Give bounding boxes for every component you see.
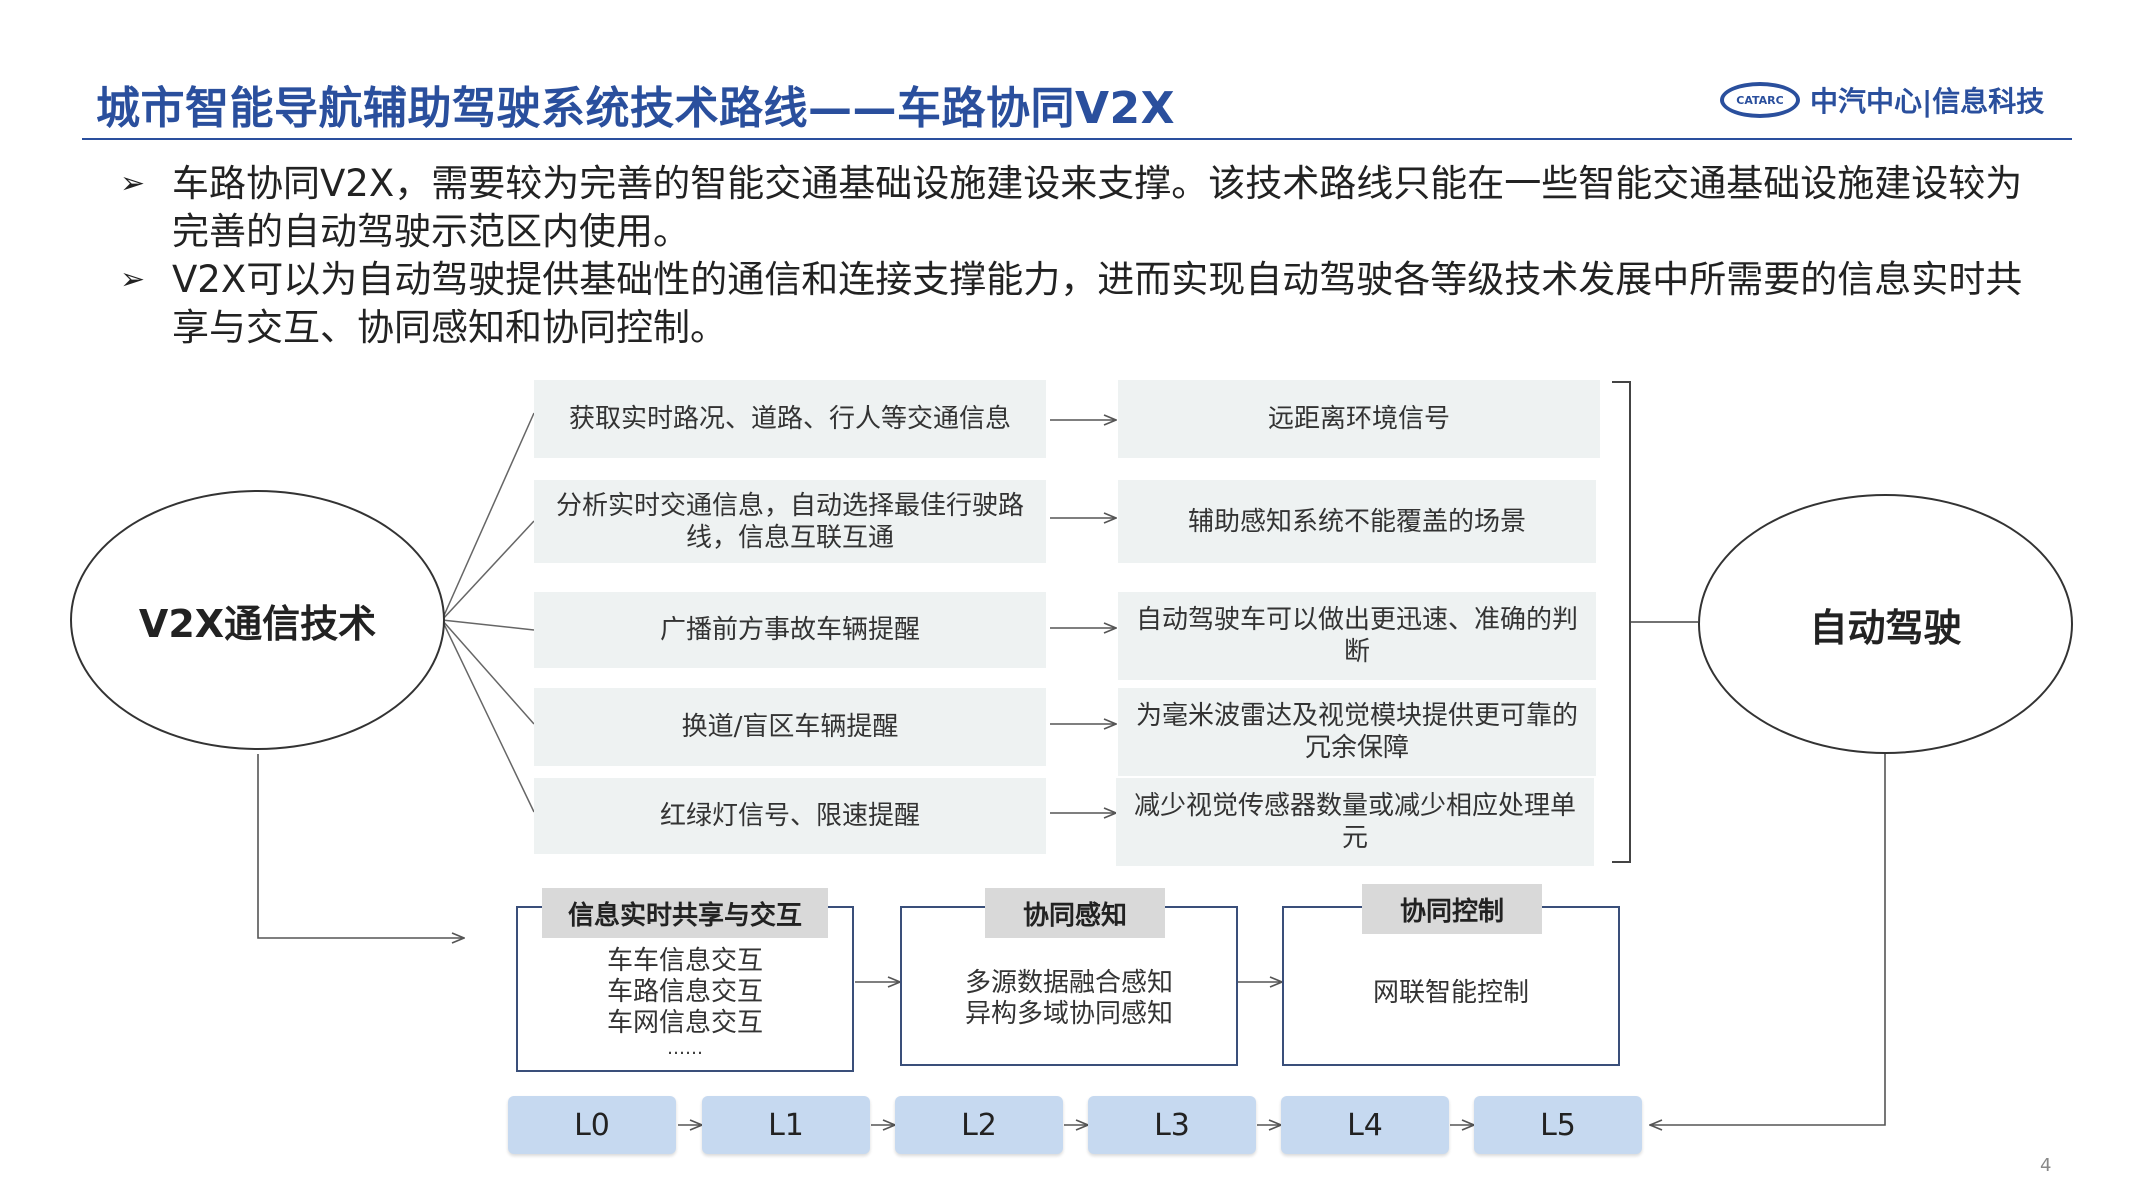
- capability-line: 车网信息交互: [606, 1008, 763, 1038]
- capability-line: 网联智能控制: [1372, 978, 1529, 1008]
- capability-line: 车车信息交互: [606, 946, 763, 976]
- bullet-text: 车路协同V2X，需要较为完善的智能交通基础设施建设来支撑。该技术路线只能在一些智…: [172, 162, 2023, 253]
- capability-line: ……: [667, 1038, 703, 1059]
- level-L5: L5: [1474, 1096, 1642, 1154]
- level-L3: L3: [1088, 1096, 1256, 1154]
- benefit-box: 减少视觉传感器数量或减少相应处理单元: [1116, 778, 1594, 866]
- function-box: 红绿灯信号、限速提醒: [534, 778, 1046, 854]
- level-L4: L4: [1281, 1096, 1449, 1154]
- capability-title: 协同控制: [1362, 884, 1542, 934]
- capability-title: 协同感知: [985, 888, 1165, 938]
- capability-lines: 网联智能控制: [1282, 978, 1620, 1009]
- level-L1: L1: [702, 1096, 870, 1154]
- benefit-box: 远距离环境信号: [1118, 380, 1600, 458]
- autonomous-driving-node: 自动驾驶: [1698, 494, 2073, 754]
- benefit-text: 自动驾驶车可以做出更迅速、准确的判断: [1135, 605, 1578, 667]
- autonomous-driving-label: 自动驾驶: [1809, 605, 1962, 650]
- level-L0: L0: [508, 1096, 676, 1154]
- benefit-box: 为毫米波雷达及视觉模块提供更可靠的冗余保障: [1118, 688, 1596, 776]
- benefit-box: 自动驾驶车可以做出更迅速、准确的判断: [1118, 592, 1596, 680]
- function-text: 红绿灯信号、限速提醒: [659, 801, 920, 831]
- v2x-node: V2X通信技术: [70, 490, 445, 750]
- function-box: 获取实时路况、道路、行人等交通信息: [534, 380, 1046, 458]
- catarc-logo-icon: CATARC: [1720, 82, 1800, 118]
- capability-lines: 车车信息交互 车路信息交互 车网信息交互 ……: [516, 946, 854, 1059]
- function-text: 广播前方事故车辆提醒: [659, 615, 920, 645]
- capability-line: 车路信息交互: [606, 977, 763, 1007]
- bullet-text: V2X可以为自动驾驶提供基础性的通信和连接支撑能力，进而实现自动驾驶各等级技术发…: [172, 258, 2023, 349]
- capability-lines: 多源数据融合感知 异构多域协同感知: [900, 968, 1238, 1030]
- bullet-item: ➢ 车路协同V2X，需要较为完善的智能交通基础设施建设来支撑。该技术路线只能在一…: [120, 160, 2040, 256]
- function-box: 广播前方事故车辆提醒: [534, 592, 1046, 668]
- bullet-list: ➢ 车路协同V2X，需要较为完善的智能交通基础设施建设来支撑。该技术路线只能在一…: [120, 160, 2040, 352]
- function-box: 分析实时交通信息，自动选择最佳行驶路线，信息互联互通: [534, 480, 1046, 563]
- v2x-node-label: V2X通信技术: [138, 601, 377, 646]
- function-box: 换道/盲区车辆提醒: [534, 688, 1046, 766]
- benefit-text: 辅助感知系统不能覆盖的场景: [1187, 506, 1526, 537]
- benefit-text: 减少视觉传感器数量或减少相应处理单元: [1133, 791, 1576, 853]
- function-text: 获取实时路况、道路、行人等交通信息: [568, 404, 1011, 434]
- title-divider: [82, 138, 2072, 140]
- bullet-item: ➢ V2X可以为自动驾驶提供基础性的通信和连接支撑能力，进而实现自动驾驶各等级技…: [120, 256, 2040, 352]
- brand-logo: CATARC 中汽中心|信息科技: [1720, 80, 2044, 120]
- brand-name: 中汽中心|信息科技: [1810, 85, 2045, 118]
- benefit-text: 为毫米波雷达及视觉模块提供更可靠的冗余保障: [1135, 701, 1578, 763]
- level-L2: L2: [895, 1096, 1063, 1154]
- benefit-text: 远距离环境信号: [1267, 404, 1450, 434]
- page-title: 城市智能导航辅助驾驶系统技术路线——车路协同V2X: [96, 83, 1176, 134]
- arrow-bullet-icon: ➢: [120, 262, 146, 297]
- capability-line: 异构多域协同感知: [964, 999, 1173, 1029]
- function-text: 分析实时交通信息，自动选择最佳行驶路线，信息互联互通: [555, 490, 1024, 553]
- page-number: 4: [2040, 1155, 2052, 1176]
- arrow-bullet-icon: ➢: [120, 166, 146, 201]
- capability-title: 信息实时共享与交互: [542, 888, 828, 938]
- capability-line: 多源数据融合感知: [964, 968, 1173, 998]
- benefit-box: 辅助感知系统不能覆盖的场景: [1118, 480, 1596, 563]
- function-text: 换道/盲区车辆提醒: [681, 712, 899, 742]
